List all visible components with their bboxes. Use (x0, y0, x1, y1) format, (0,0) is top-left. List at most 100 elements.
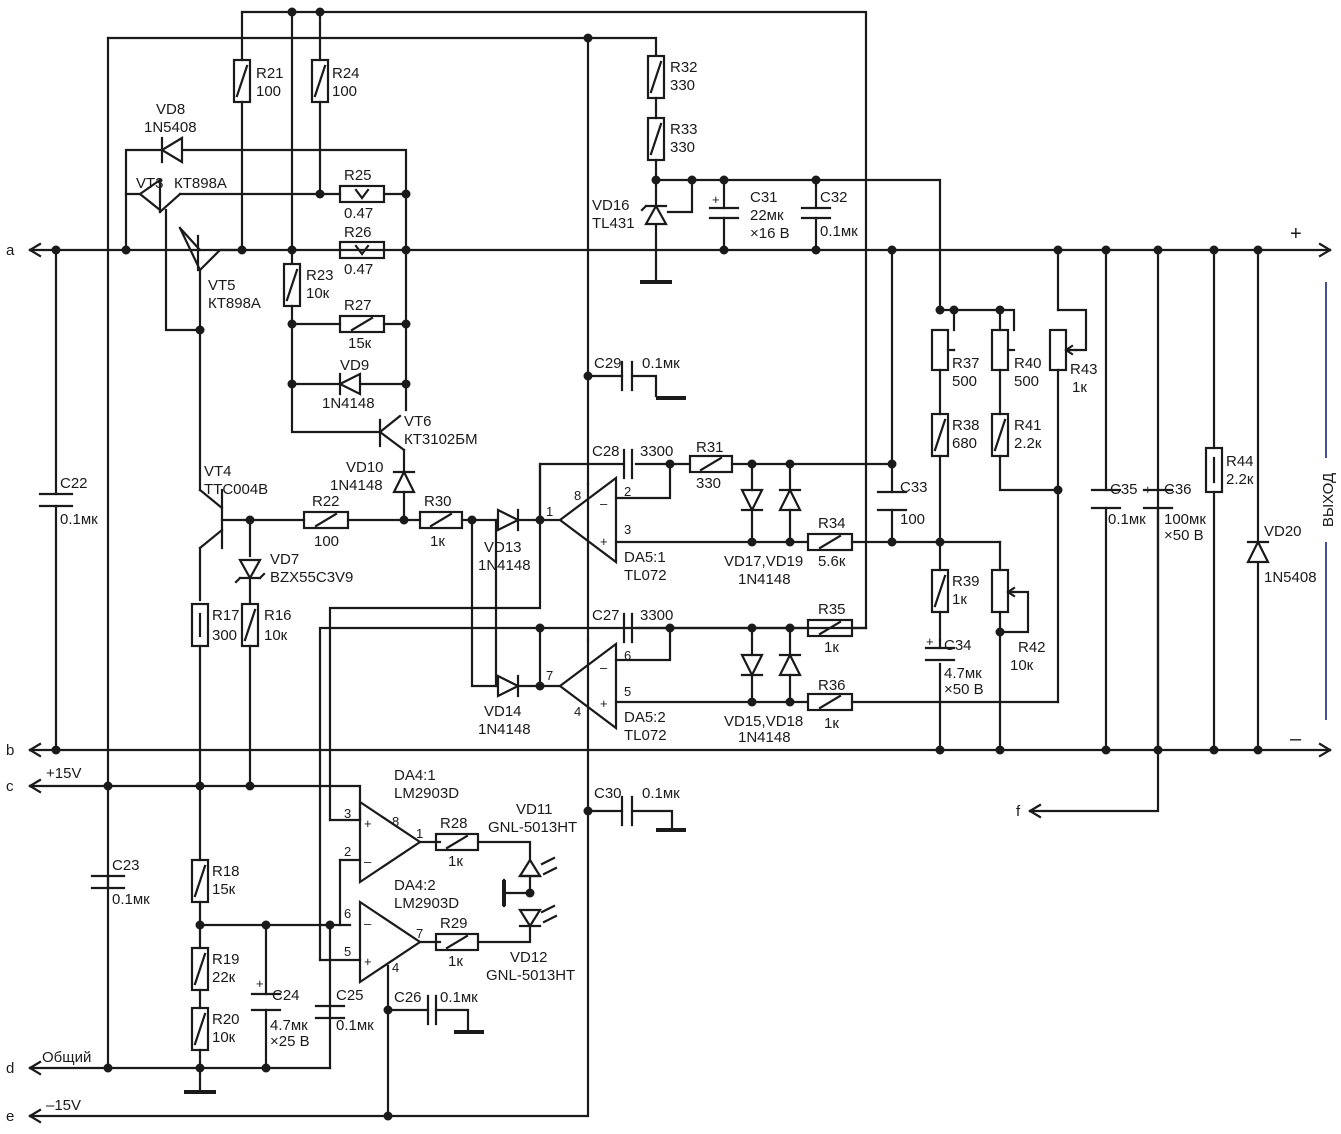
r28-val: 1к (448, 853, 463, 870)
resistor-r42 (990, 568, 1016, 614)
da4-2-ref: DA4:2 (394, 877, 436, 894)
r37-val: 500 (952, 373, 977, 390)
r33-val: 330 (670, 139, 695, 156)
terminal-e[interactable]: e (6, 1108, 14, 1125)
vt3-val: КТ898А (174, 175, 227, 192)
r30-ref: R30 (424, 493, 452, 510)
resistor-r16 (240, 602, 260, 648)
capacitor-c25 (314, 1004, 346, 1020)
terminal-b[interactable]: b (6, 742, 14, 759)
r44-ref: R44 (1226, 453, 1254, 470)
da4-1-ref: DA4:1 (394, 767, 436, 784)
da4-2-plus: + (364, 954, 372, 969)
r34-val: 5.6к (818, 553, 846, 570)
c28-ref: C28 (592, 443, 620, 460)
r27-val: 15к (348, 335, 372, 352)
label-minus15v: –15V (46, 1097, 81, 1114)
vd11-ref: VD11 (516, 801, 552, 818)
capacitor-c35 (1090, 488, 1122, 510)
diode-vd13 (496, 508, 521, 532)
c34-ref: C34 (944, 637, 972, 654)
opamp-da5-2 (558, 641, 618, 731)
r26-ref: R26 (344, 224, 372, 241)
da5-1-minus: – (600, 496, 608, 511)
diode-vd18 (778, 652, 802, 677)
da5-1-pin2: 2 (624, 484, 631, 499)
da4-1-pin2: 2 (344, 844, 351, 859)
c23-ref: C23 (112, 857, 140, 874)
vt6-ref: VT6 (404, 413, 432, 430)
r34-ref: R34 (818, 515, 846, 532)
component-bodies (38, 54, 1270, 1094)
vd13-ref: VD13 (484, 539, 522, 556)
zener-vd16 (640, 203, 668, 226)
r22-val: 100 (314, 533, 339, 550)
vd10-val: 1N4148 (330, 477, 383, 494)
vd15-vd18-val: 1N4148 (738, 729, 791, 746)
c29-val: 0.1мк (642, 355, 680, 372)
r42-val: 10к (1010, 657, 1034, 674)
vd8-val: 1N5408 (144, 119, 197, 136)
label-output: ВЫХОД (1320, 473, 1337, 527)
resistor-r36 (806, 692, 854, 712)
r19-ref: R19 (212, 951, 240, 968)
c33-ref: C33 (900, 479, 928, 496)
comparator-da4-1 (358, 799, 422, 885)
c36-val: 100мк (1164, 511, 1206, 528)
da4-1-pin1: 1 (416, 826, 423, 841)
resistor-r30 (418, 510, 464, 530)
c36-ref: C36 (1164, 481, 1192, 498)
resistor-r43 (1048, 328, 1078, 372)
label-common: Общий (42, 1049, 91, 1066)
c36-plus: + (1144, 482, 1152, 497)
terminal-f[interactable]: f (1016, 803, 1021, 820)
c24-ref: C24 (272, 987, 300, 1004)
c33-val: 100 (900, 511, 925, 528)
terminal-c[interactable]: c (6, 778, 14, 795)
r25-ref: R25 (344, 167, 372, 184)
c24-plus: + (256, 976, 264, 991)
resistor-r20 (190, 1006, 210, 1052)
resistor-r17 (190, 602, 210, 648)
r17-ref: R17 (212, 607, 240, 624)
c25-val: 0.1мк (336, 1017, 374, 1034)
da5-2-pin4: 4 (574, 704, 581, 719)
vd9-val: 1N4148 (322, 395, 375, 412)
vd8-ref: VD8 (156, 101, 185, 118)
vd14-val: 1N4148 (478, 721, 531, 738)
diode-vd9 (337, 372, 362, 396)
c26-val: 0.1мк (440, 989, 478, 1006)
comparator-da4-2 (358, 899, 422, 985)
r31-ref: R31 (696, 439, 724, 456)
r26-val: 0.47 (344, 261, 373, 278)
vt4-ref: VT4 (204, 463, 232, 480)
terminal-a[interactable]: a (6, 242, 15, 259)
r23-ref: R23 (306, 267, 334, 284)
r27-ref: R27 (344, 297, 372, 314)
vd15-vd18-ref: VD15,VD18 (724, 713, 803, 730)
opamp-da5-1 (558, 475, 618, 565)
r21-ref: R21 (256, 65, 284, 82)
vt3-ref: VT3 (136, 175, 164, 192)
c32-val: 0.1мк (820, 223, 858, 240)
resistor-r34 (806, 532, 854, 552)
resistor-r21 (232, 58, 252, 104)
c29-ref: C29 (594, 355, 622, 372)
resistor-r33 (646, 116, 666, 162)
capacitor-c29 (620, 360, 634, 392)
da5-2-plus: + (600, 696, 608, 711)
junction-dots (51, 7, 1263, 1121)
da5-1-pin8: 8 (574, 488, 581, 503)
diode-vd14 (496, 674, 521, 698)
r29-val: 1к (448, 953, 463, 970)
c24-val: 4.7мк (270, 1017, 308, 1034)
resistor-r40 (990, 328, 1016, 372)
terminal-d[interactable]: d (6, 1060, 14, 1077)
r38-val: 680 (952, 435, 977, 452)
r29-ref: R29 (440, 915, 468, 932)
resistor-r35 (806, 618, 854, 638)
r19-val: 22к (212, 969, 236, 986)
diode-vd10 (392, 469, 416, 494)
r42-ref: R42 (1018, 639, 1046, 656)
